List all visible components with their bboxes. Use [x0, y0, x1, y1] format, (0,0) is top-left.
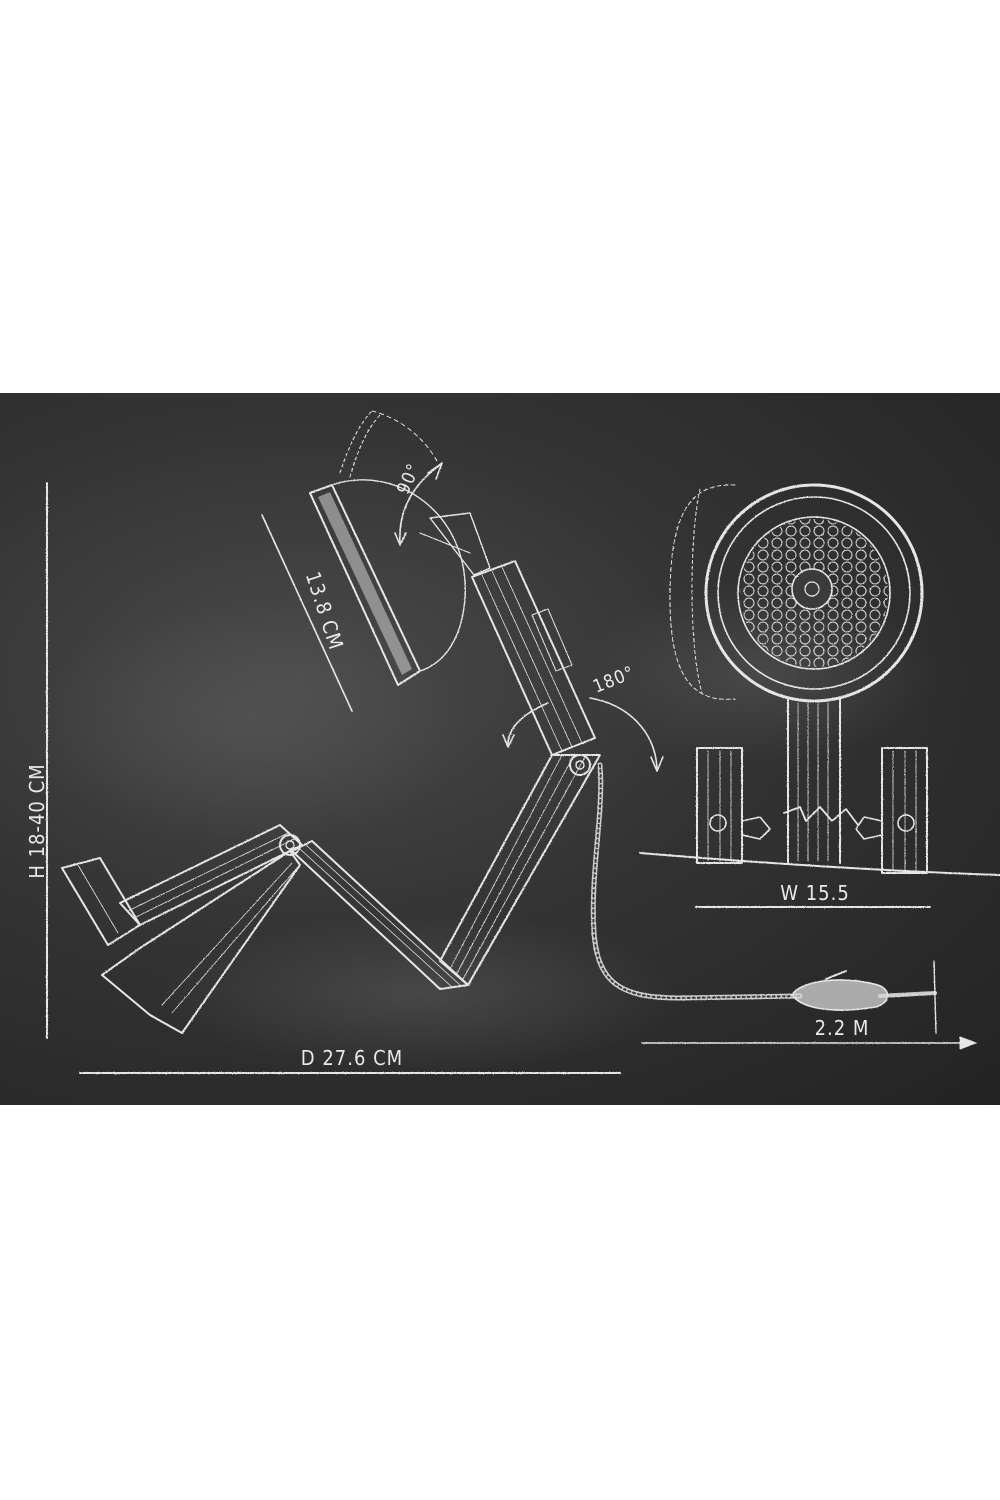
shade-rotation-arrow — [399, 464, 441, 544]
arm-rotation-arrow — [507, 702, 549, 746]
lamp-base — [61, 824, 303, 1034]
lamp-front-view — [639, 483, 1000, 876]
elbow-joint — [569, 754, 591, 776]
cable-length-label: 2.2 M — [815, 1016, 870, 1040]
cable-switch — [791, 970, 889, 1011]
shade-dimension-line — [261, 514, 353, 712]
height-label: H 18-40 CM — [25, 763, 49, 878]
depth-label: D 27.6 CM — [301, 1046, 403, 1070]
chalkboard-diagram: H 18-40 CM 13.8 CM 90° 180° W 15.5 2.2 M… — [0, 393, 1000, 1105]
lamp-shade-side — [309, 410, 466, 686]
bulb-socket — [791, 568, 833, 610]
upper-arm — [471, 560, 596, 756]
lamp-blueprint: H 18-40 CM 13.8 CM 90° 180° W 15.5 2.2 M… — [25, 410, 1000, 1074]
shade-angle-label: 90° — [393, 460, 425, 498]
width-label: W 15.5 — [780, 881, 850, 905]
middle-arm — [279, 834, 469, 990]
